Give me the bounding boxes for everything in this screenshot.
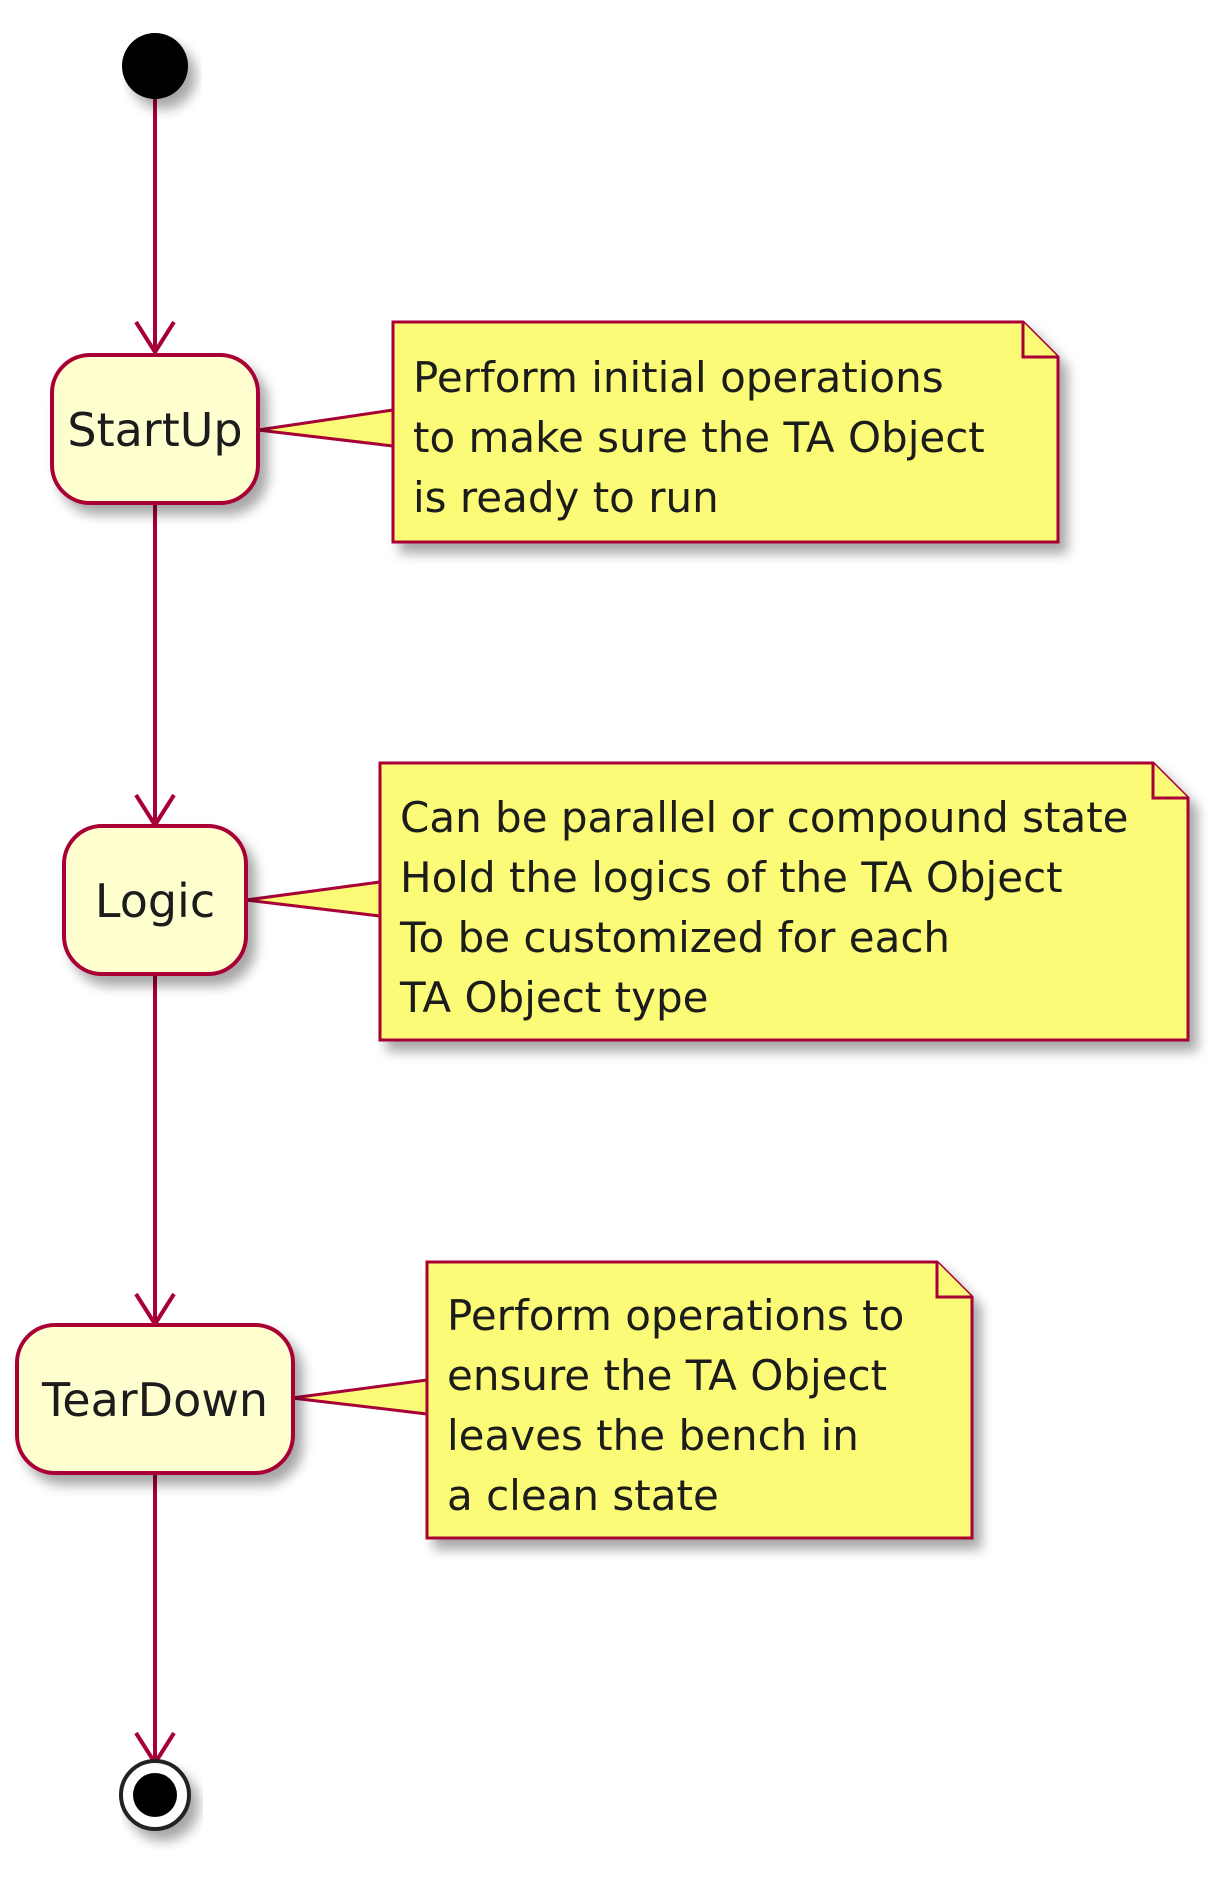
note-connector-startup xyxy=(257,408,395,448)
note-connector-teardown xyxy=(291,1378,429,1416)
initial-node xyxy=(122,33,188,99)
state-teardown: TearDown xyxy=(15,1323,295,1475)
note-teardown-line-4: a clean state xyxy=(447,1471,719,1520)
note-startup-line-3: is ready to run xyxy=(413,473,719,522)
note-connector-logic xyxy=(245,880,382,918)
edge-teardown-to-end xyxy=(134,1472,176,1765)
note-teardown-line-2: ensure the TA Object xyxy=(447,1351,887,1400)
final-node xyxy=(119,1759,191,1831)
note-logic-line-3: To be customized for each xyxy=(399,913,950,962)
note-teardown-line-3: leaves the bench in xyxy=(447,1411,859,1460)
edge-logic-to-teardown xyxy=(134,972,176,1326)
state-teardown-label: TearDown xyxy=(41,1373,268,1427)
state-startup-label: StartUp xyxy=(67,403,242,457)
note-logic: Can be parallel or compound state Hold t… xyxy=(378,761,1190,1042)
state-logic-label: Logic xyxy=(95,874,215,928)
note-startup-line-1: Perform initial operations xyxy=(413,353,944,402)
note-logic-line-2: Hold the logics of the TA Object xyxy=(400,853,1063,902)
state-startup: StartUp xyxy=(50,353,260,505)
note-logic-line-1: Can be parallel or compound state xyxy=(400,793,1129,842)
note-logic-line-4: TA Object type xyxy=(399,973,708,1022)
edge-start-to-startup xyxy=(134,98,176,354)
state-logic: Logic xyxy=(62,824,248,976)
note-startup: Perform initial operations to make sure … xyxy=(391,320,1060,544)
edge-startup-to-logic xyxy=(134,502,176,827)
note-startup-line-2: to make sure the TA Object xyxy=(413,413,985,462)
note-teardown: Perform operations to ensure the TA Obje… xyxy=(425,1260,974,1540)
note-teardown-line-1: Perform operations to xyxy=(447,1291,904,1340)
